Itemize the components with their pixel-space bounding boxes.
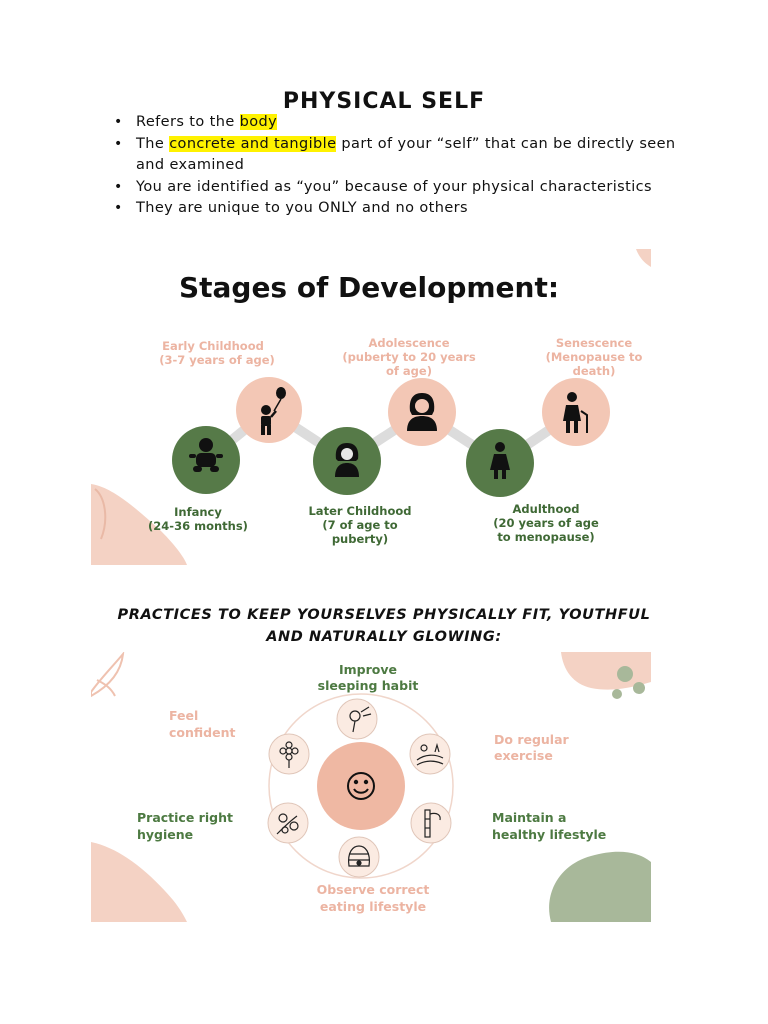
practices-diagram: Improve sleeping habit Feel confident Do… — [91, 652, 651, 922]
svg-text:(7 of age to: (7 of age to — [322, 518, 397, 532]
flower-icon — [279, 741, 299, 768]
svg-text:sleeping habit: sleeping habit — [318, 678, 419, 693]
bamboo-icon — [424, 809, 441, 838]
label-eating: Observe correct — [317, 882, 430, 897]
decor-dot — [617, 666, 633, 682]
bullet-item: The concrete and tangible part of your “… — [114, 134, 694, 177]
highlighted-text: body — [239, 114, 278, 130]
page-title: PHYSICAL SELF — [282, 88, 486, 114]
decor-blob-left — [91, 484, 187, 565]
svg-text:(Menopause to: (Menopause to — [546, 350, 643, 364]
label-later-childhood: Later Childhood — [308, 504, 411, 518]
label-adulthood: Adulthood — [513, 502, 580, 516]
stages-title: Stages of Development: — [179, 271, 559, 304]
svg-text:hygiene: hygiene — [137, 827, 193, 842]
baby-icon — [189, 438, 223, 472]
practices-ring — [268, 693, 454, 879]
svg-text:eating lifestyle: eating lifestyle — [320, 899, 426, 914]
label-exercise: Do regular — [494, 732, 570, 747]
bullet-item: Refers to the body — [114, 112, 694, 134]
highlighted-text: concrete and tangible — [169, 135, 337, 152]
svg-text:(puberty to 20 years: (puberty to 20 years — [342, 350, 476, 364]
balloon-child-icon — [261, 387, 286, 435]
svg-text:healthy lifestyle: healthy lifestyle — [492, 827, 606, 842]
svg-text:(20 years of age: (20 years of age — [493, 516, 599, 530]
practices-heading: PRACTICES TO KEEP YOURSELVES PHYSICALLY … — [117, 607, 651, 645]
label-senescence: Senescence — [556, 336, 633, 350]
definition-list: Refers to the body The concrete and tang… — [114, 112, 694, 220]
woman-icon — [490, 442, 510, 479]
center-circle — [317, 742, 405, 830]
practice-circle-eating — [338, 836, 380, 878]
label-hygiene: Practice right — [137, 810, 233, 825]
practice-circle-exercise — [409, 733, 451, 775]
decor-blob-bottom-right — [549, 851, 651, 922]
svg-text:to menopause): to menopause) — [497, 530, 594, 544]
label-confident: Feel — [169, 708, 198, 723]
label-sleep: Improve — [339, 662, 397, 677]
decor-leaf-left — [94, 488, 107, 540]
teen-icon — [407, 393, 437, 431]
practice-circle-sleep — [336, 698, 378, 740]
svg-text:death): death) — [573, 364, 616, 378]
beehive-icon — [348, 845, 370, 867]
dandelion-icon — [349, 706, 372, 733]
stages-diagram: Stages of Development: — [91, 249, 651, 565]
decor-blob-bottom-left — [91, 842, 187, 922]
label-lifestyle: Maintain a — [492, 810, 566, 825]
svg-text:exercise: exercise — [494, 748, 553, 763]
svg-text:confident: confident — [169, 725, 235, 740]
blossom-icon — [276, 813, 299, 835]
landscape-icon — [416, 742, 444, 766]
child-icon — [335, 443, 359, 477]
practice-circle-lifestyle — [410, 802, 452, 844]
label-early-childhood: Early Childhood — [162, 339, 264, 353]
elder-cane-icon — [563, 392, 588, 433]
bullet-item: You are identified as “you” because of y… — [114, 177, 694, 199]
smiley-icon — [347, 772, 375, 800]
svg-text:of age): of age) — [386, 364, 432, 378]
svg-text:(3-7 years of age): (3-7 years of age) — [159, 353, 275, 367]
stages-infographic: Stages of Development: — [91, 249, 651, 565]
decor-blob-right — [636, 249, 651, 267]
svg-text:puberty): puberty) — [332, 532, 388, 546]
label-adolescence: Adolescence — [368, 336, 449, 350]
label-infancy: Infancy — [174, 505, 222, 519]
decor-leaf-top-left — [91, 652, 125, 698]
bullet-item: They are unique to you ONLY and no other… — [114, 198, 694, 220]
practices-infographic: Improve sleeping habit Feel confident Do… — [91, 652, 651, 922]
svg-text:(24-36 months): (24-36 months) — [148, 519, 248, 533]
